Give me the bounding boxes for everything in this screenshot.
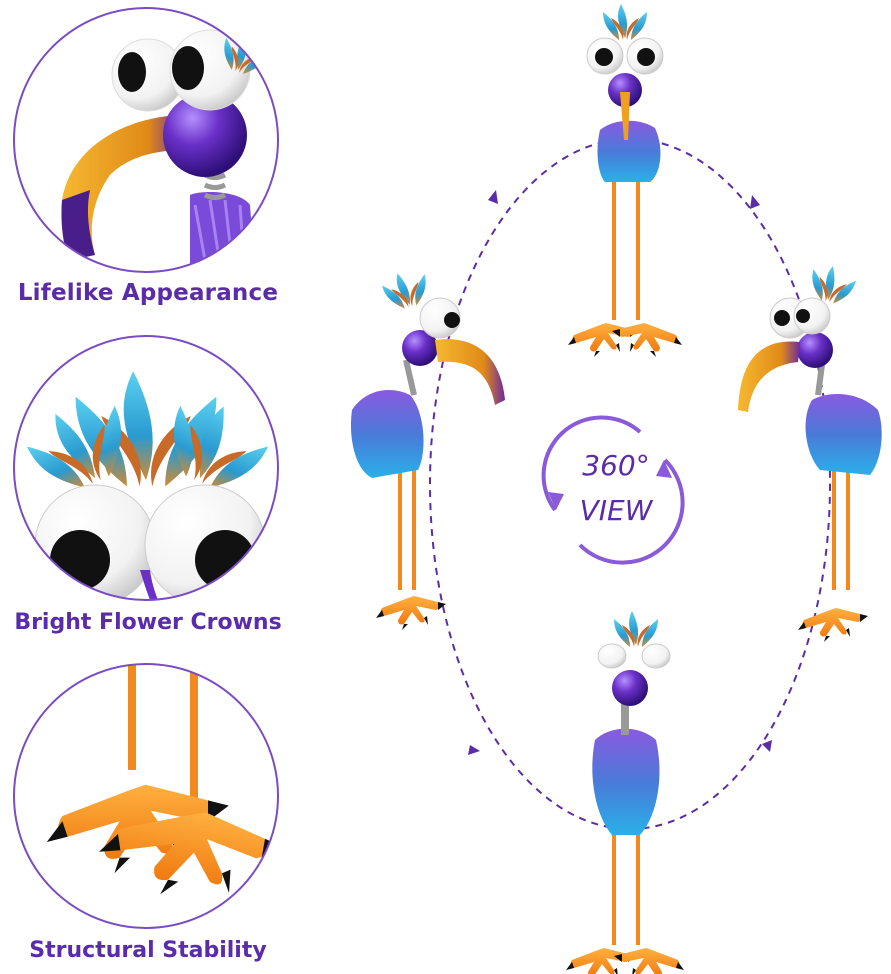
rotation-badge-label: VIEW xyxy=(580,494,654,527)
feature-image-lifelike xyxy=(13,7,279,273)
feature-image-crowns xyxy=(13,335,279,601)
feature-caption-lifelike: Lifelike Appearance xyxy=(18,280,278,306)
rotation-badge-degrees: 360° xyxy=(582,449,649,482)
rotation-path xyxy=(429,138,831,830)
bird-front-view xyxy=(568,4,682,357)
feature-image-stability xyxy=(13,663,279,929)
feature-caption-stability: Structural Stability xyxy=(29,938,266,963)
bird-left-view xyxy=(350,266,505,630)
bird-back-view xyxy=(566,611,684,974)
rotation-badge-ring xyxy=(541,415,685,565)
bird-right-view xyxy=(738,261,882,642)
feature-caption-crowns: Bright Flower Crowns xyxy=(14,610,281,635)
